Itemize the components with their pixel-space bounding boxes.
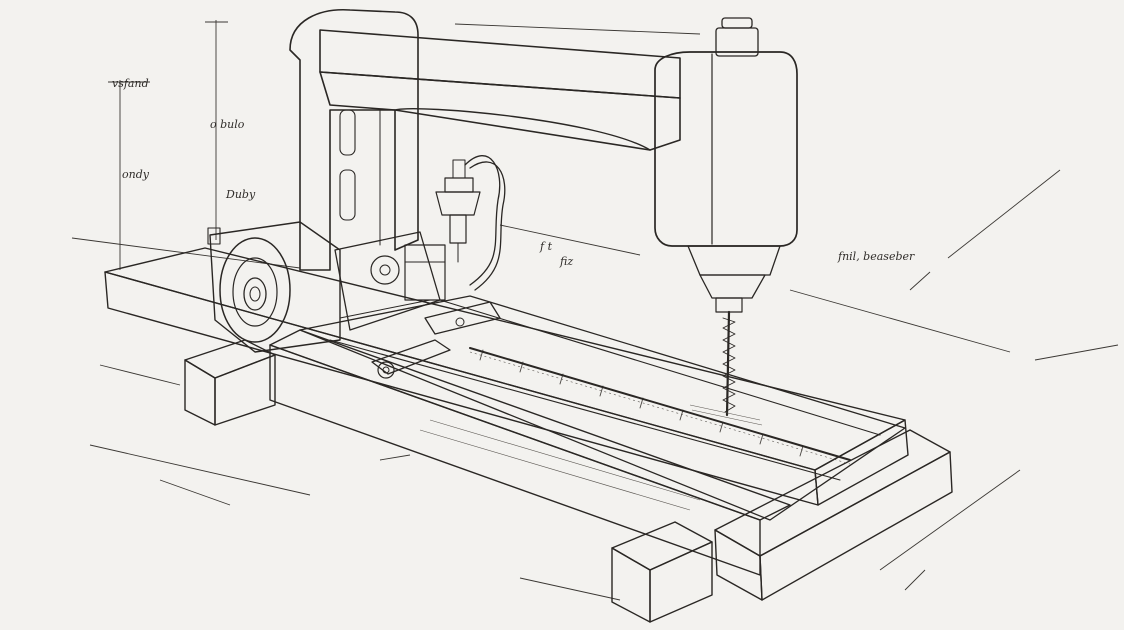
work-table <box>299 295 906 521</box>
note-height-c: ondy <box>122 168 149 181</box>
carriage <box>371 301 501 379</box>
drill-head <box>654 17 798 313</box>
note-motor: Duby <box>226 188 256 201</box>
spindle-lamp <box>435 155 506 291</box>
overarm <box>319 29 681 151</box>
note-spindle-a: f t <box>540 240 552 253</box>
construction-lines <box>71 20 1119 601</box>
note-head: fnil, beaseber <box>838 250 915 263</box>
base-rail <box>104 247 909 576</box>
cross-beam-right <box>714 429 953 601</box>
saw-blade <box>722 310 736 417</box>
gear-assembly <box>334 231 446 331</box>
support-blocks <box>184 339 713 623</box>
note-height-b: o bulo <box>210 118 245 131</box>
note-spindle-b: fiz <box>560 255 574 268</box>
shadow-marks <box>419 404 763 511</box>
note-height-a: vsfand <box>112 77 149 90</box>
column <box>289 9 419 271</box>
